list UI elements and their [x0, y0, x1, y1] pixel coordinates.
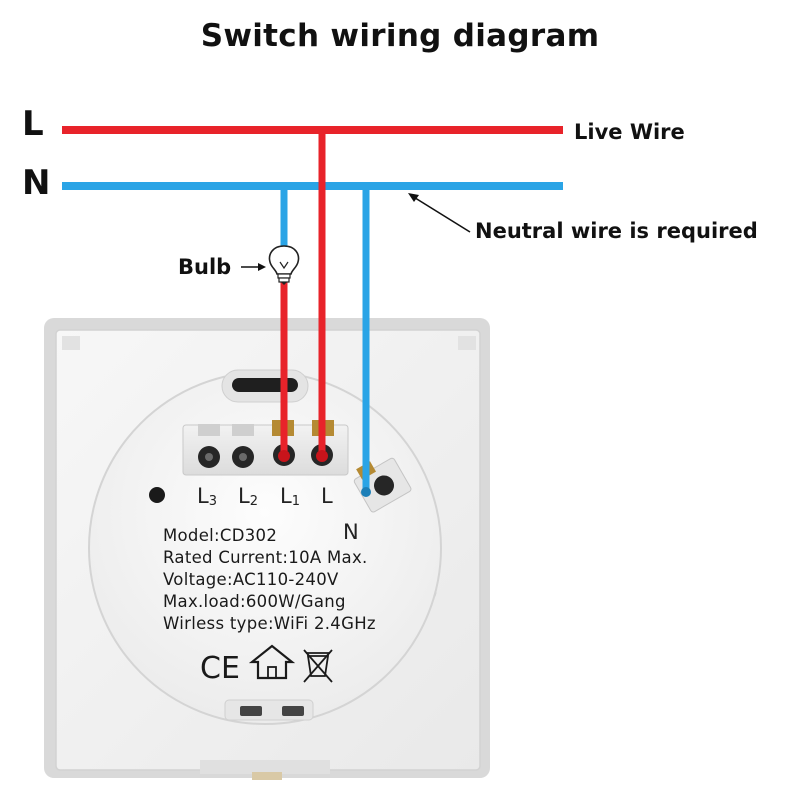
spec-model: Model:CD302: [163, 526, 278, 545]
live-wire-label: Live Wire: [574, 120, 685, 144]
svg-text:CE: CE: [200, 651, 240, 686]
live-rail-letter: L: [22, 104, 44, 144]
terminal-label-l: L: [321, 484, 333, 508]
neutral-terminal: [353, 457, 412, 513]
terminal-block: [182, 420, 349, 476]
bulb-icon: [268, 245, 300, 285]
switch-body: [88, 369, 442, 725]
spec-rated-current: Rated Current:10A Max.: [163, 548, 368, 567]
terminal-label-n: N: [343, 520, 359, 544]
indoor-use-icon: [248, 644, 296, 680]
neutral-required-label: Neutral wire is required: [475, 219, 758, 243]
bulb-arrow: [241, 263, 266, 271]
spec-wireless: Wirless type:WiFi 2.4GHz: [163, 614, 376, 633]
ce-mark-icon: CE: [200, 651, 240, 686]
spec-max-load: Max.load:600W/Gang: [163, 592, 346, 611]
terminal-label-l1: L1: [280, 484, 300, 509]
terminal-label-l3: L3: [197, 484, 217, 509]
neutral-arrow: [408, 193, 471, 233]
spec-voltage: Voltage:AC110-240V: [163, 570, 339, 589]
weee-bin-icon: [303, 649, 333, 683]
page-title: Switch wiring diagram: [200, 18, 600, 54]
bulb-label: Bulb: [178, 255, 232, 279]
neutral-rail-letter: N: [22, 163, 51, 203]
terminal-label-l2: L2: [238, 484, 258, 509]
